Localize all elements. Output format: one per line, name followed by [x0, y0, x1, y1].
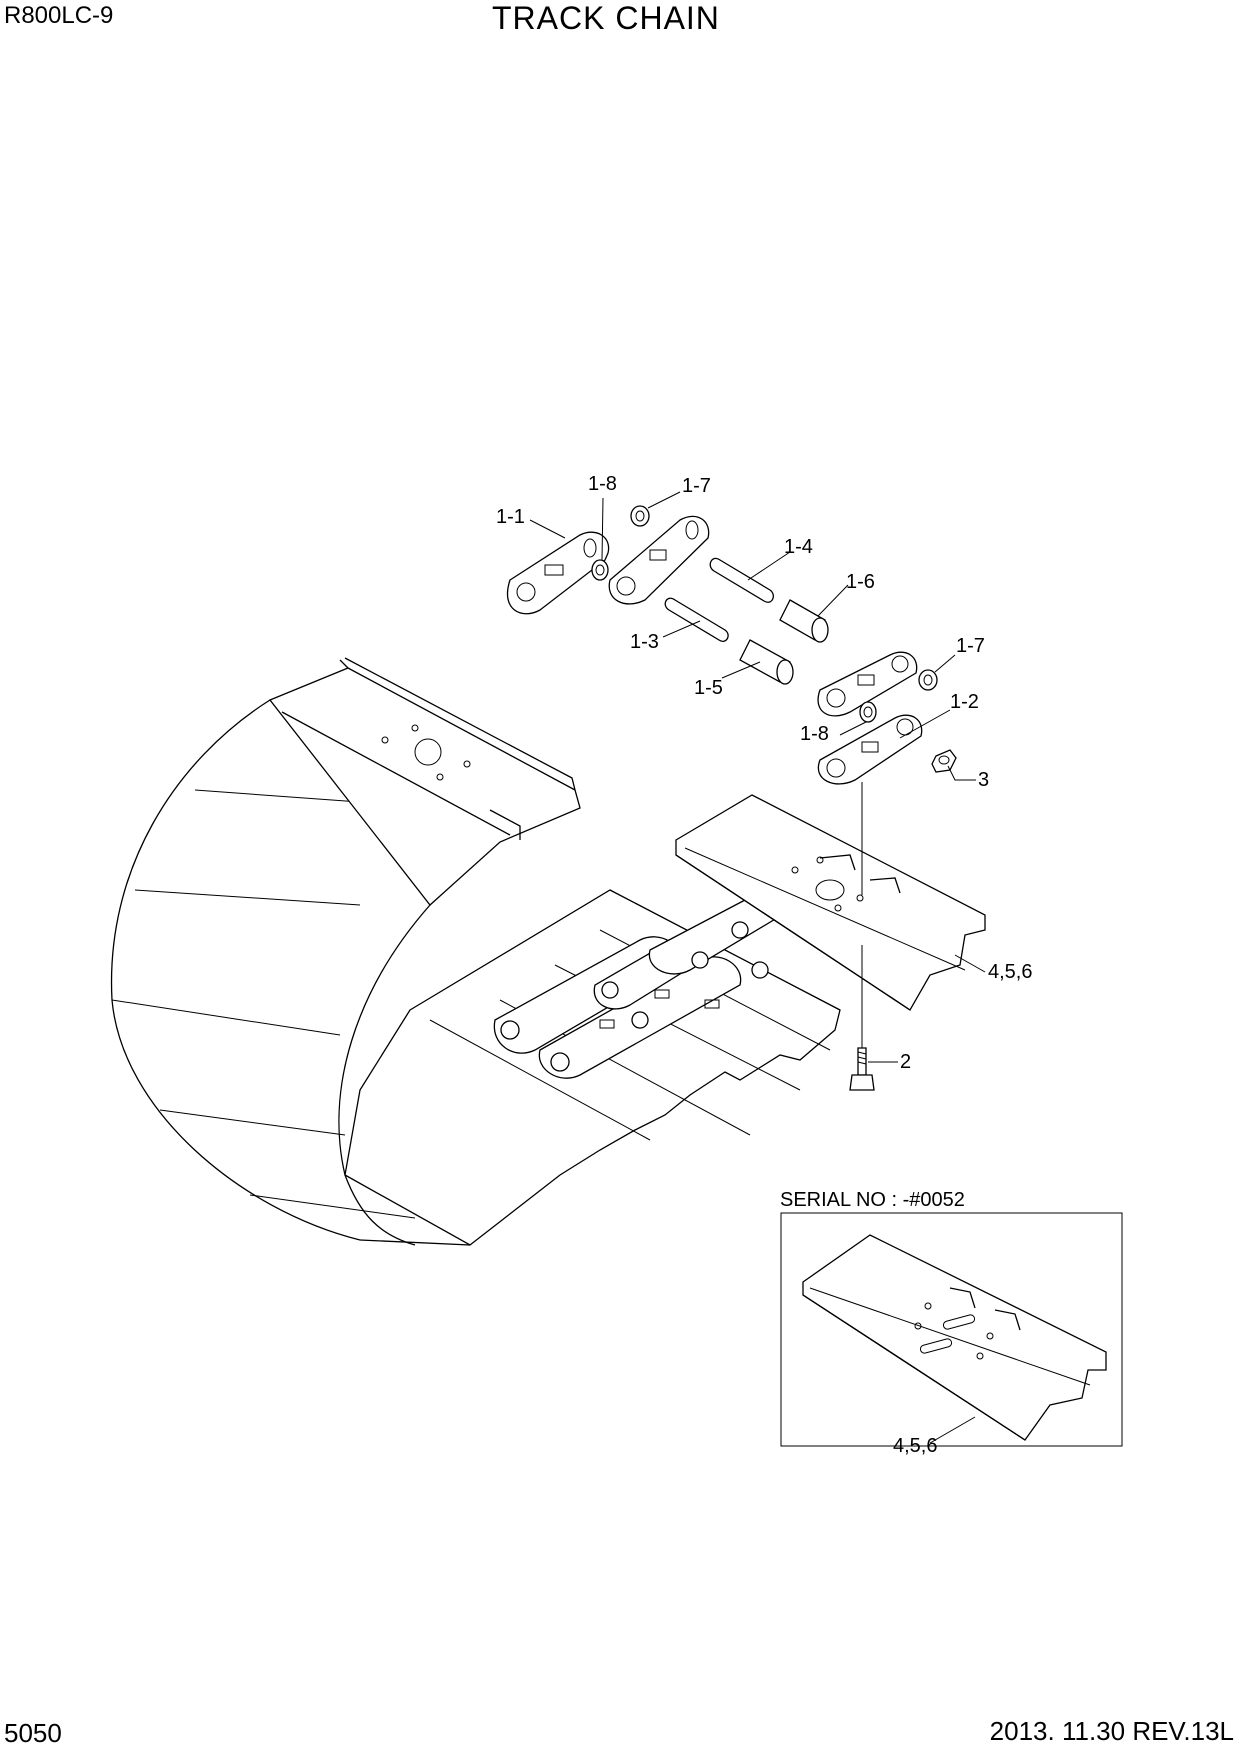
- part-1-4-pin: [709, 557, 774, 603]
- part-1-2-link-upper: [817, 651, 918, 717]
- callout-1-8-right: 1-8: [800, 723, 829, 745]
- assembled-chain: [493, 896, 778, 1079]
- model-code: R800LC-9: [4, 2, 114, 29]
- callout-1-1: 1-1: [496, 506, 525, 528]
- callout-4-5-6-main: 4,5,6: [988, 961, 1032, 983]
- callout-1-4: 1-4: [784, 536, 813, 558]
- part-3-nut: [931, 749, 957, 773]
- callout-3: 3: [978, 769, 989, 791]
- part-4-5-6-shoe: [675, 794, 986, 1011]
- callout-4-5-6-inset: 4,5,6: [893, 1435, 937, 1457]
- part-1-7-seal: [630, 505, 650, 527]
- part-1-8-seal-right: [859, 701, 877, 723]
- callout-1-3: 1-3: [630, 631, 659, 653]
- leader-lines: [529, 491, 986, 1444]
- inset-shoe-plate: [802, 1234, 1107, 1441]
- part-1-6-bushing: [779, 599, 829, 643]
- part-2-bolt: [849, 1047, 875, 1091]
- part-1-1-link: [507, 531, 610, 615]
- page-number: 5050: [4, 1718, 62, 1748]
- serial-label: SERIAL NO : -#0052: [780, 1189, 965, 1211]
- part-1-5-bushing: [739, 639, 794, 685]
- serial-inset: SERIAL NO : -#0052 4,5,6: [780, 1189, 1123, 1457]
- page-title: TRACK CHAIN: [492, 0, 720, 36]
- part-1-2-link-lower: [817, 714, 923, 785]
- callout-1-5: 1-5: [694, 677, 723, 699]
- callout-1-6: 1-6: [846, 571, 875, 593]
- callout-1-7-top: 1-7: [682, 475, 711, 497]
- track-shoe-belt: [110, 657, 841, 1246]
- callout-2: 2: [900, 1051, 911, 1073]
- part-1-7-seal-right: [918, 669, 938, 691]
- callout-1-2: 1-2: [950, 691, 979, 713]
- callout-1-8-top: 1-8: [588, 473, 617, 495]
- part-1-1-link-second: [608, 515, 710, 605]
- part-1-3-pin: [664, 597, 729, 642]
- callout-1-7-right: 1-7: [956, 635, 985, 657]
- inset-frame: [780, 1212, 1123, 1447]
- part-1-8-seal: [591, 559, 609, 581]
- revision-date: 2013. 11.30 REV.13L: [989, 1716, 1234, 1746]
